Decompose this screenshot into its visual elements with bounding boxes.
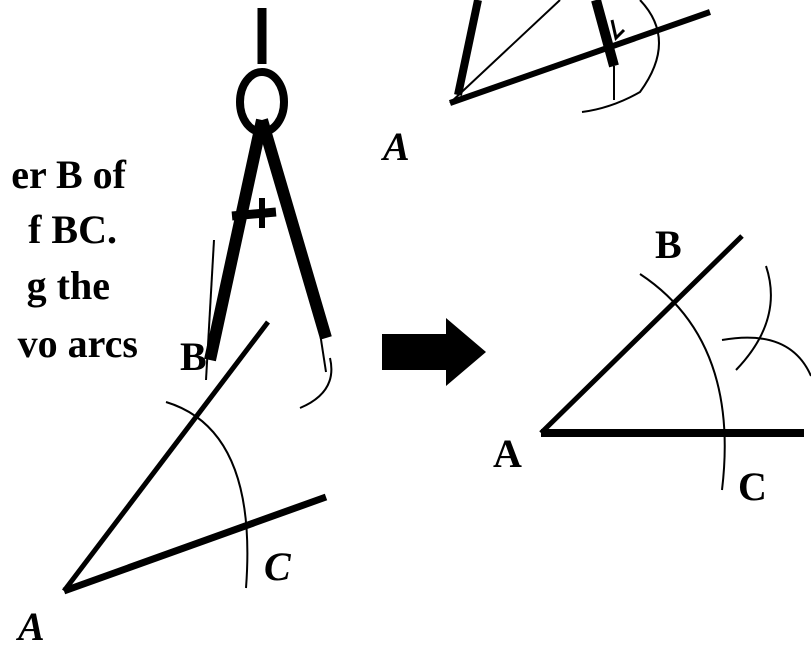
right-arc-upper xyxy=(735,265,772,371)
top-compass-leg-right xyxy=(591,0,619,68)
left-ray-AB xyxy=(62,320,270,593)
compass-drawn-arc xyxy=(299,357,333,409)
compass-tip xyxy=(317,319,327,373)
arrow-right-icon xyxy=(382,318,486,386)
left-label-A: A xyxy=(15,604,45,646)
left-arc-BC xyxy=(165,401,249,589)
left-angle-drawing xyxy=(62,320,328,595)
instruction-line-2: f BC. xyxy=(28,207,117,252)
instruction-line-3: g the xyxy=(27,263,110,308)
compass-crossbar xyxy=(231,207,277,221)
instruction-line-1: er B of xyxy=(11,152,126,197)
top-angle-ray xyxy=(449,9,711,106)
top-label-A: A xyxy=(380,124,410,169)
instruction-line-4: vo arcs xyxy=(18,321,138,366)
right-arc-BC xyxy=(639,273,726,491)
left-label-B: B xyxy=(180,334,207,379)
left-label-C: C xyxy=(264,544,292,589)
right-angle-drawing xyxy=(539,234,811,491)
top-angle-thin-ray xyxy=(449,0,561,104)
top-arc-tick xyxy=(610,19,626,41)
compass-leg-right xyxy=(256,118,332,340)
instruction-text: er B of f BC. g the vo arcs xyxy=(11,152,138,366)
right-ray-AB xyxy=(539,234,744,435)
top-compass-leg-left xyxy=(454,0,482,96)
compass-icon xyxy=(204,8,333,409)
right-arc-lower xyxy=(721,336,811,377)
left-ray-AC xyxy=(62,493,328,595)
top-angle-drawing xyxy=(449,0,711,113)
right-label-C: C xyxy=(738,464,767,509)
right-label-B: B xyxy=(655,222,682,267)
compass-leg-left xyxy=(204,118,268,362)
right-label-A: A xyxy=(493,431,522,476)
compass-pencil-edge xyxy=(205,239,215,381)
top-arc xyxy=(581,0,660,113)
